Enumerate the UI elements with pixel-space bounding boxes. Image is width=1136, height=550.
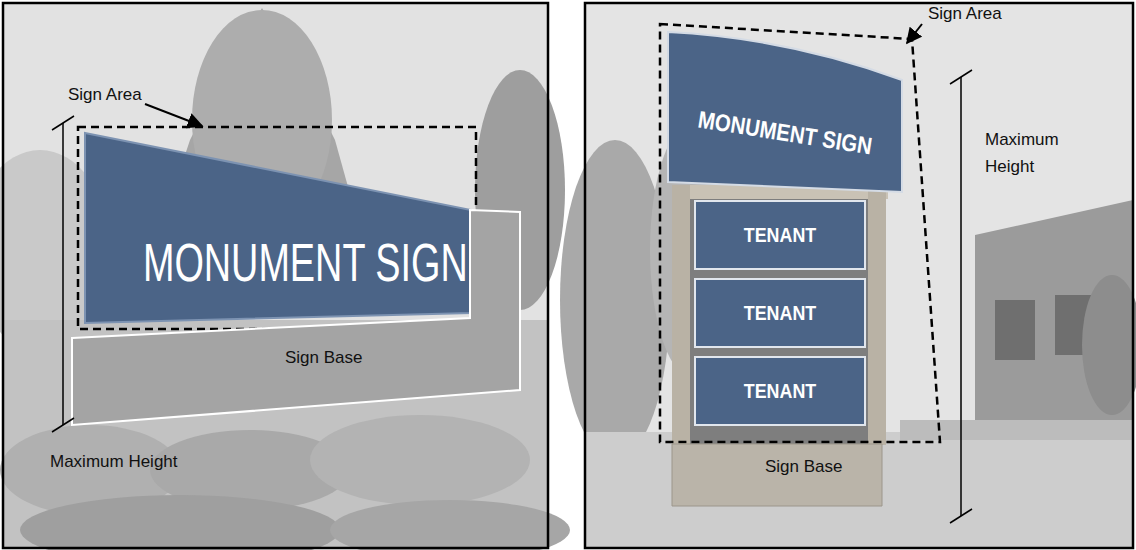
monument-sign-panel-shape [668, 32, 902, 192]
leader-arrow [145, 104, 202, 126]
tenant-panel: TENANT [695, 357, 865, 425]
sky [585, 3, 1133, 548]
tenant-text: TENANT [708, 377, 853, 405]
tree [1082, 275, 1136, 415]
monument-sign-panel-shape [85, 133, 471, 323]
panel-frame [3, 3, 548, 548]
tenant-text: TENANT [708, 299, 853, 327]
tenant-panel: TENANT [695, 279, 865, 347]
sign-post [868, 185, 886, 445]
dimension-line [62, 123, 64, 425]
monument-sign-panel: MONUMENT SIGN [668, 32, 902, 192]
sign-area-outline: Sign AreaMONUMENT SIGNTENANTTENANTTENANT [660, 24, 942, 444]
lawn [585, 432, 1133, 548]
sign-area-outline: Sign AreaMONUMENT SIGN [78, 127, 476, 329]
dimension-tick [52, 116, 74, 130]
sign-base-shape [72, 210, 520, 425]
tenant-text: TENANT [708, 221, 853, 249]
sky [3, 3, 548, 548]
sign-area-label: Sign Area [928, 4, 1002, 24]
dimension-tick [950, 509, 972, 523]
sign-area-outline-shape [660, 24, 940, 442]
leader-arrow [907, 24, 922, 43]
sign-text: MONUMENT SIGN [143, 232, 413, 292]
window [995, 300, 1035, 360]
road [900, 420, 1133, 440]
sign-post [672, 185, 690, 445]
bush [20, 495, 340, 550]
sign-base: Sign Base [672, 444, 882, 506]
dimension-tick [950, 70, 972, 84]
sign-area-label: Sign Area [68, 85, 142, 105]
dimension-line [960, 77, 962, 516]
dimension-label: Maximum Height [985, 126, 1077, 180]
tenant-panel-shape [695, 279, 865, 347]
sign-base: Sign Base [70, 208, 522, 428]
panel-frame [585, 3, 1133, 548]
tenant-panel: TENANT [695, 201, 865, 269]
dimension-tick [52, 418, 74, 432]
dimension-label: Maximum Height [50, 452, 178, 472]
sign-area-outline-shape [78, 127, 476, 329]
bush [310, 415, 530, 505]
sign-base-shape [672, 444, 882, 506]
bush [330, 500, 570, 550]
tenant-panel-shape [695, 357, 865, 425]
monument-sign-panel-outline [85, 133, 471, 325]
monument-sign-panel: MONUMENT SIGN [85, 133, 471, 325]
sign-base-label: Sign Base [285, 348, 363, 368]
sign-base-label: Sign Base [765, 457, 843, 477]
tenant-panel-shape [695, 201, 865, 269]
sign-base-outline [70, 208, 522, 428]
sign-backing [690, 199, 868, 444]
